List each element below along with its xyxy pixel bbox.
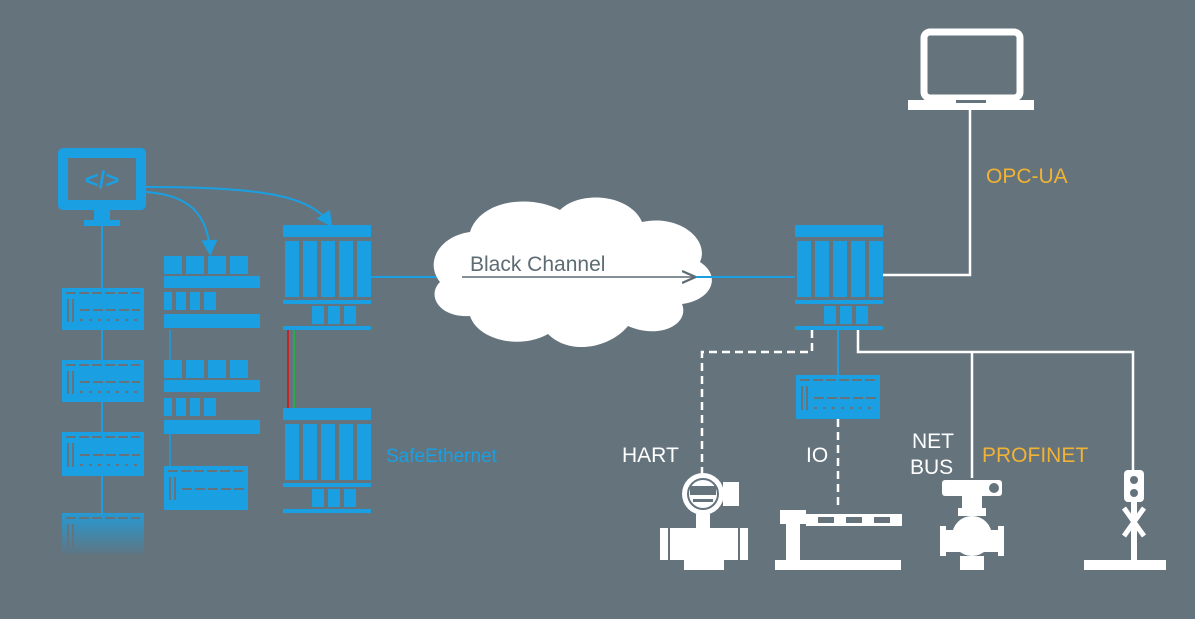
hart-link <box>700 330 814 475</box>
netbus-label-line1: NET <box>912 430 954 453</box>
io-module-icon <box>796 375 880 419</box>
opc-ua-link <box>883 110 972 277</box>
plc-rack-icon <box>283 408 371 513</box>
plc-rack-icon <box>795 225 883 330</box>
cloud-icon <box>433 197 712 348</box>
io-module-icon <box>62 360 144 402</box>
workstation-links <box>101 186 333 515</box>
plc-rack-icon <box>283 225 371 330</box>
control-valve-icon <box>940 480 1004 570</box>
io-module-icon <box>164 256 260 328</box>
io-module-icon <box>62 288 144 330</box>
io-label: IO <box>806 444 828 467</box>
laptop-icon <box>908 28 1034 110</box>
opc-ua-label: OPC-UA <box>986 165 1068 188</box>
black-channel-label: Black Channel <box>470 253 605 276</box>
signal-light-icon <box>1084 470 1166 570</box>
profinet-label: PROFINET <box>982 444 1088 467</box>
io-module-icon <box>164 466 248 510</box>
safe-ethernet-label: SafeEthernet <box>386 446 498 467</box>
io-module-icon <box>62 432 144 476</box>
flowmeter-icon <box>660 473 748 570</box>
code-monitor-icon: </> <box>58 148 146 226</box>
io-module-icon <box>62 513 144 555</box>
io-module-icon <box>164 360 260 434</box>
safety-link <box>287 330 295 410</box>
profinet-bus <box>856 330 1135 478</box>
hart-label: HART <box>622 444 679 467</box>
netbus-label-line2: BUS <box>910 456 953 479</box>
svg-text:</>: </> <box>85 167 120 194</box>
barrier-gate-icon <box>775 510 902 570</box>
